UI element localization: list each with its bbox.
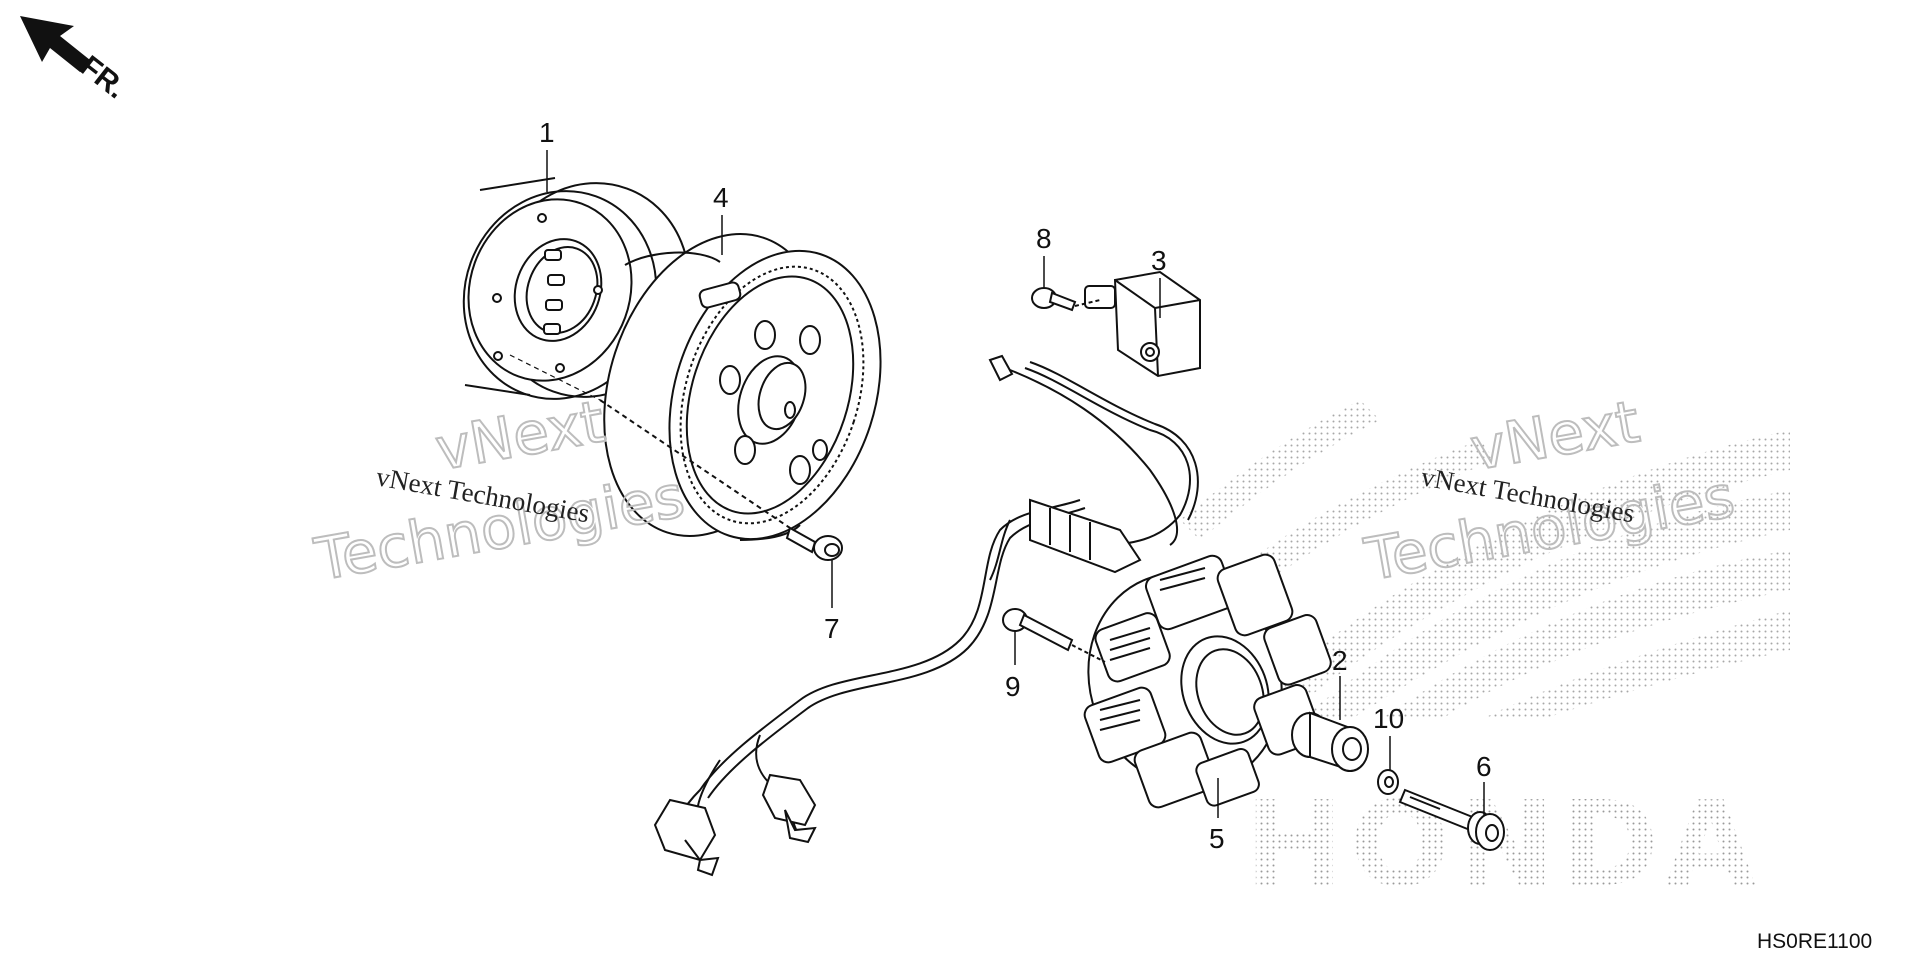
pulser-sensor [1085, 272, 1200, 376]
callout-8: 8 [1036, 223, 1052, 254]
callout-9: 9 [1005, 671, 1021, 702]
wire-connector-1 [655, 800, 718, 875]
watermark-left-vnext: vNext [431, 387, 610, 483]
callout-4: 4 [713, 182, 729, 213]
assembly-axis-line [509, 354, 601, 401]
sensor-bolt [1032, 288, 1100, 310]
watermark-right-vnext: vNext [1466, 387, 1645, 483]
wire-connector-2 [763, 775, 815, 842]
harness-bundle [1030, 500, 1140, 572]
starter-clutch [435, 155, 719, 426]
washer [1378, 770, 1398, 794]
flywheel-bolt [600, 400, 842, 560]
callout-10: 10 [1373, 703, 1404, 734]
callout-1: 1 [539, 117, 555, 148]
diagram-code: HS0RE1100 [1757, 930, 1872, 953]
front-direction-arrow-icon [20, 16, 90, 72]
stator-collar [1292, 713, 1368, 771]
callout-6: 6 [1476, 751, 1492, 782]
callout-5: 5 [1209, 823, 1225, 854]
flywheel [567, 205, 916, 567]
callout-3: 3 [1151, 245, 1167, 276]
honda-logo-text: HONDA [1245, 775, 1762, 913]
callout-2: 2 [1332, 645, 1348, 676]
stator-bolt [1003, 609, 1105, 662]
terminal-lead [990, 356, 1177, 545]
stator-coil [1059, 546, 1334, 814]
callout-7: 7 [824, 613, 840, 644]
honda-wing-logo [1180, 400, 1790, 720]
wire-harness [674, 362, 1198, 850]
flange-bolt [1400, 790, 1504, 850]
